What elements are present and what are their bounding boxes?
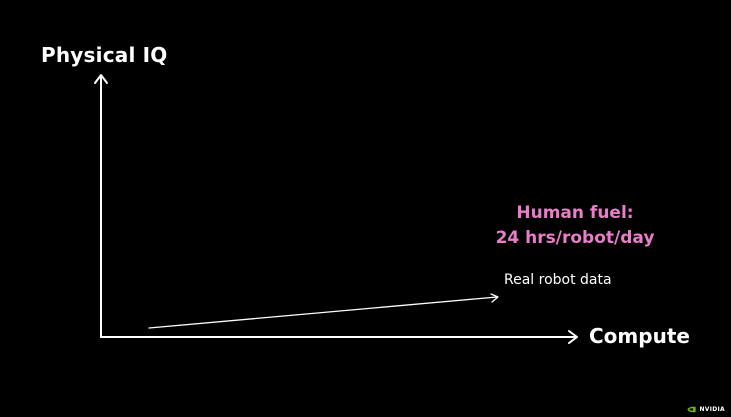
x-axis-title: Compute [589, 324, 690, 348]
nvidia-logo: NVIDIA [687, 406, 725, 413]
callout-line-1: Human fuel: [516, 203, 634, 223]
real-robot-data-arrowhead [490, 293, 499, 303]
human-fuel-callout: Human fuel: 24 hrs/robot/day [470, 201, 680, 251]
nvidia-eye-icon [687, 406, 697, 413]
x-axis-arrowhead [568, 330, 578, 344]
real-robot-data-arrow [148, 296, 498, 329]
nvidia-logo-text: NVIDIA [699, 406, 725, 413]
callout-line-2: 24 hrs/robot/day [495, 228, 655, 248]
y-axis-title: Physical IQ [41, 43, 168, 67]
real-robot-data-label: Real robot data [504, 272, 612, 288]
y-axis-arrowhead [94, 74, 108, 84]
